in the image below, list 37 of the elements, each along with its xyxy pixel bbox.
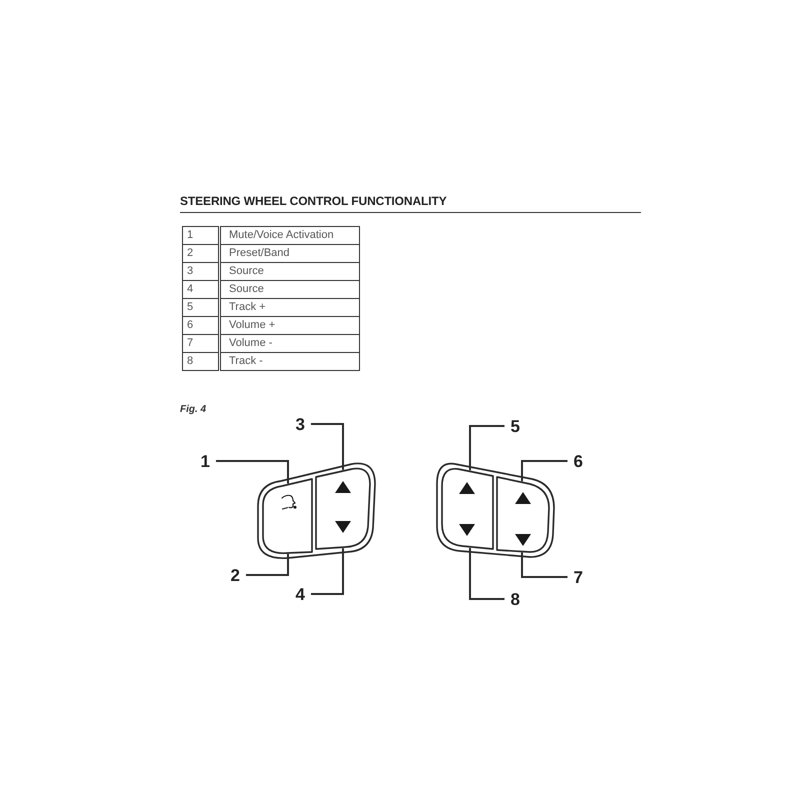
leader-line [469, 548, 504, 600]
figure-label: Fig. 4 [180, 404, 206, 416]
rocker-button [495, 475, 551, 555]
number-cell: 2 [182, 244, 220, 262]
callout-number: 8 [510, 590, 520, 608]
leader-line [246, 554, 289, 576]
function-cell: Track + [220, 298, 360, 316]
function-cell: Track - [220, 352, 360, 370]
callout-number: 2 [230, 566, 240, 584]
leader-line [469, 425, 504, 470]
leader-line [521, 552, 568, 578]
number-cell: 6 [182, 316, 220, 334]
callout-number: 1 [200, 452, 210, 470]
function-cell: Volume - [220, 334, 360, 352]
function-cell: Source [220, 262, 360, 280]
callout-number: 6 [574, 452, 583, 470]
function-cell: Preset/Band [220, 244, 360, 262]
callout-number: 5 [510, 418, 520, 434]
number-cell: 8 [182, 352, 220, 370]
function-cell: Volume + [220, 316, 360, 334]
voice-button [261, 477, 314, 557]
function-cell: Mute/Voice Activation [220, 226, 360, 244]
number-cell: 4 [182, 280, 220, 298]
leader-line [521, 460, 568, 482]
function-cell: Source [220, 280, 360, 298]
callout-number: 4 [296, 586, 305, 602]
number-cell: 5 [182, 298, 220, 316]
number-cell: 7 [182, 334, 220, 352]
leader-line [216, 460, 289, 484]
callout-number: 3 [296, 416, 305, 432]
rocker-button [440, 465, 495, 551]
number-cell: 3 [182, 262, 220, 280]
section-heading: STEERING WHEEL CONTROL FUNCTIONALITY [180, 194, 447, 208]
callout-number: 7 [574, 568, 583, 586]
number-cell: 1 [182, 226, 220, 244]
leader-line [310, 548, 344, 595]
leader-line [310, 423, 344, 470]
